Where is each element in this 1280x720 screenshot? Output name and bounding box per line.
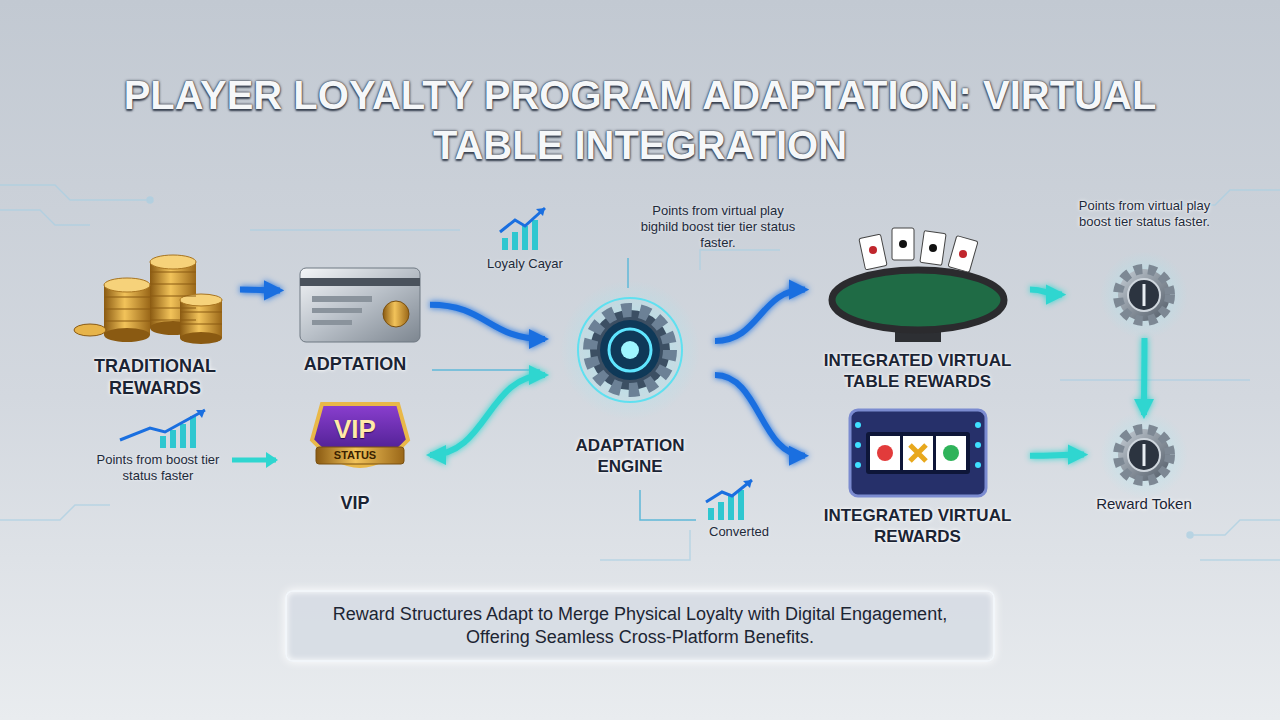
node-text: STATUS bbox=[280, 449, 430, 462]
node-label: Points from virtual play boost tier stat… bbox=[1062, 198, 1227, 230]
chart-label: Loyaly Cayar bbox=[470, 256, 580, 272]
card-table bbox=[832, 228, 1004, 342]
callout-note: Points from virtual play bighild boost t… bbox=[638, 203, 798, 251]
flow-arrow bbox=[430, 375, 545, 455]
chart-label: Converted bbox=[694, 524, 784, 540]
node-label: Reward Token bbox=[1084, 495, 1204, 513]
engine-gear bbox=[560, 280, 700, 420]
flow-arrow bbox=[1030, 455, 1084, 456]
engine-node: ADAPTATION ENGINE bbox=[545, 285, 715, 485]
node-label: INTEGRATED VIRTUAL TABLE REWARDS bbox=[805, 350, 1030, 392]
token-gears bbox=[1100, 251, 1188, 499]
callout-note: Points from boost tier status faster bbox=[92, 452, 224, 484]
slot-machine bbox=[850, 410, 986, 496]
coin-stacks bbox=[74, 255, 222, 344]
node-label: ADAPTATION ENGINE bbox=[545, 435, 715, 477]
node-label: VIP bbox=[280, 414, 430, 444]
adaptation-node: ADPTATION bbox=[280, 275, 430, 385]
flow-arrow bbox=[1030, 290, 1062, 295]
caption: Reward Structures Adapt to Merge Physica… bbox=[307, 603, 973, 649]
table-rewards-node: INTEGRATED VIRTUAL TABLE REWARDS bbox=[805, 225, 1030, 395]
node-text: VIP bbox=[280, 492, 430, 514]
circuit-lines bbox=[0, 185, 1280, 560]
leader-lines bbox=[232, 258, 696, 520]
flow-arrow bbox=[715, 290, 805, 341]
rewards-node: TRADITIONAL REWARDS bbox=[70, 235, 240, 405]
loyalty-card bbox=[300, 268, 420, 342]
token-node: Reward Token bbox=[1084, 415, 1204, 525]
title: PLAYER LOYALTY PROGRAM ADAPTATION: VIRTU… bbox=[90, 70, 1190, 170]
virtual-rewards-node: INTEGRATED VIRTUAL REWARDS bbox=[805, 405, 1030, 550]
flow-arrow bbox=[430, 305, 545, 339]
flow-arrow bbox=[1141, 338, 1148, 415]
node-label: INTEGRATED VIRTUAL REWARDS bbox=[805, 505, 1030, 547]
caption-box: Reward Structures Adapt to Merge Physica… bbox=[285, 590, 995, 662]
node-label: TRADITIONAL REWARDS bbox=[70, 355, 240, 399]
flow-arrow bbox=[240, 289, 280, 290]
node-label: ADPTATION bbox=[280, 353, 430, 375]
vip-node: VIP STATUS VIP bbox=[280, 400, 430, 525]
tier-node: Points from virtual play boost tier stat… bbox=[1062, 198, 1227, 338]
flow-arrow bbox=[715, 375, 805, 456]
